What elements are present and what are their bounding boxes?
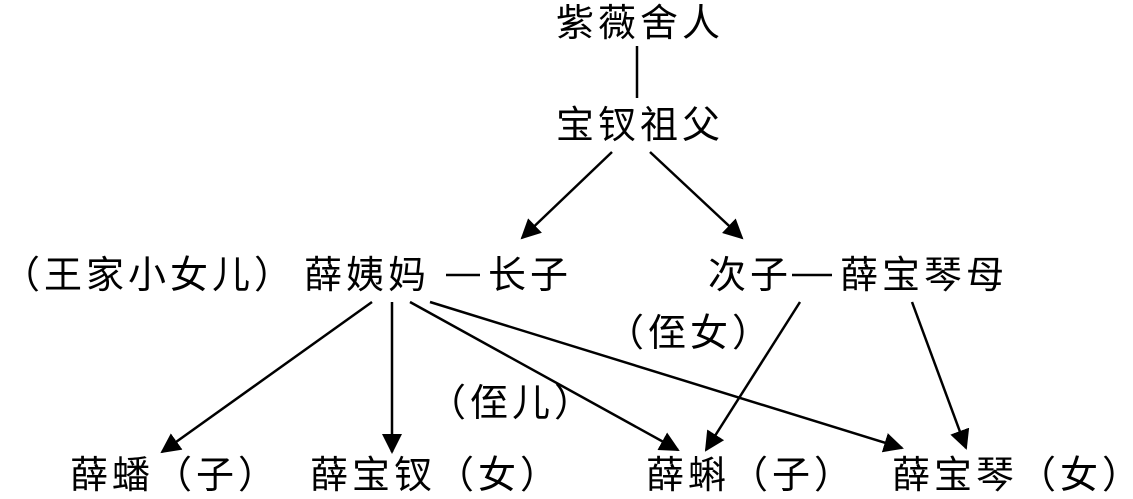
edge-aunt-xueke: [409, 300, 680, 452]
node-eldest-son: 长子: [488, 253, 573, 297]
node-aunt-xue: 薛姨妈: [304, 253, 431, 297]
node-xue-pan: 薛蟠（子）: [70, 453, 281, 497]
edge-aunt-baoqin: [429, 300, 904, 453]
node-ancestor: 紫薇舍人: [556, 1, 725, 45]
edge-second-xueke: [704, 301, 802, 452]
node-baoqin-mother: 薛宝琴母: [840, 253, 1009, 297]
node-xue-baoqin: 薛宝琴（女）: [892, 453, 1133, 497]
node-xue-ke: 薛蝌（子）: [646, 453, 857, 497]
node-xue-baochai: 薛宝钗（女）: [310, 453, 563, 497]
edge-mother-baoqin: [910, 301, 970, 450]
edge-label-nephew: （侄儿）: [428, 381, 597, 425]
node-wang-daughter: （王家小女儿）: [2, 253, 297, 297]
edge-aunt-xuepan: [160, 300, 373, 454]
edge-grandfather-eldest: [520, 151, 613, 240]
node-grandfather: 宝钗祖父: [556, 103, 725, 147]
node-second-son: 次子: [708, 253, 793, 297]
edge-label-niece: （侄女）: [606, 311, 775, 355]
edge-grandfather-second: [649, 151, 744, 240]
